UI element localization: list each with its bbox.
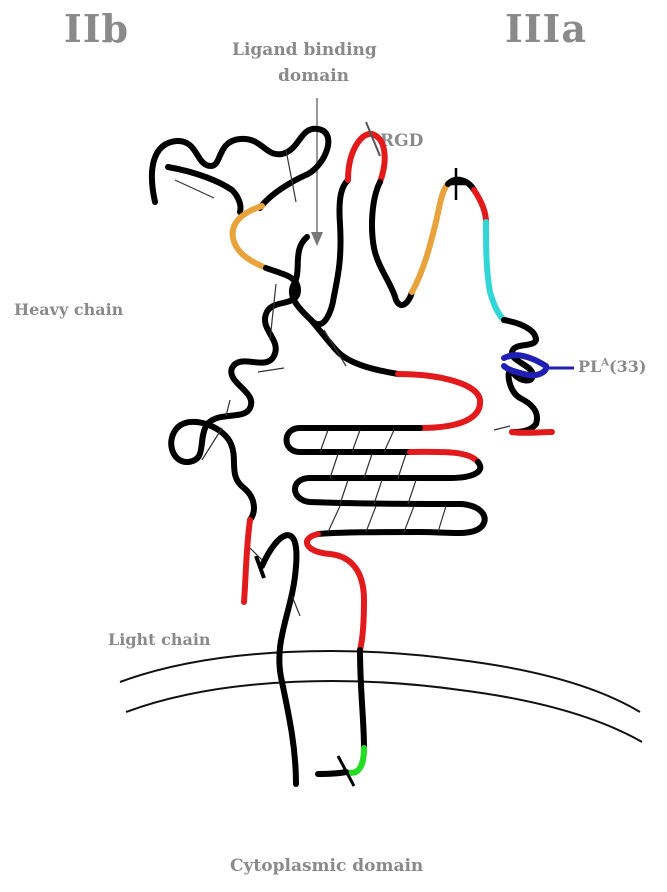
iib-heavy-chain (152, 129, 328, 602)
cell-membrane (120, 651, 642, 742)
iib-light-chain (256, 535, 296, 784)
